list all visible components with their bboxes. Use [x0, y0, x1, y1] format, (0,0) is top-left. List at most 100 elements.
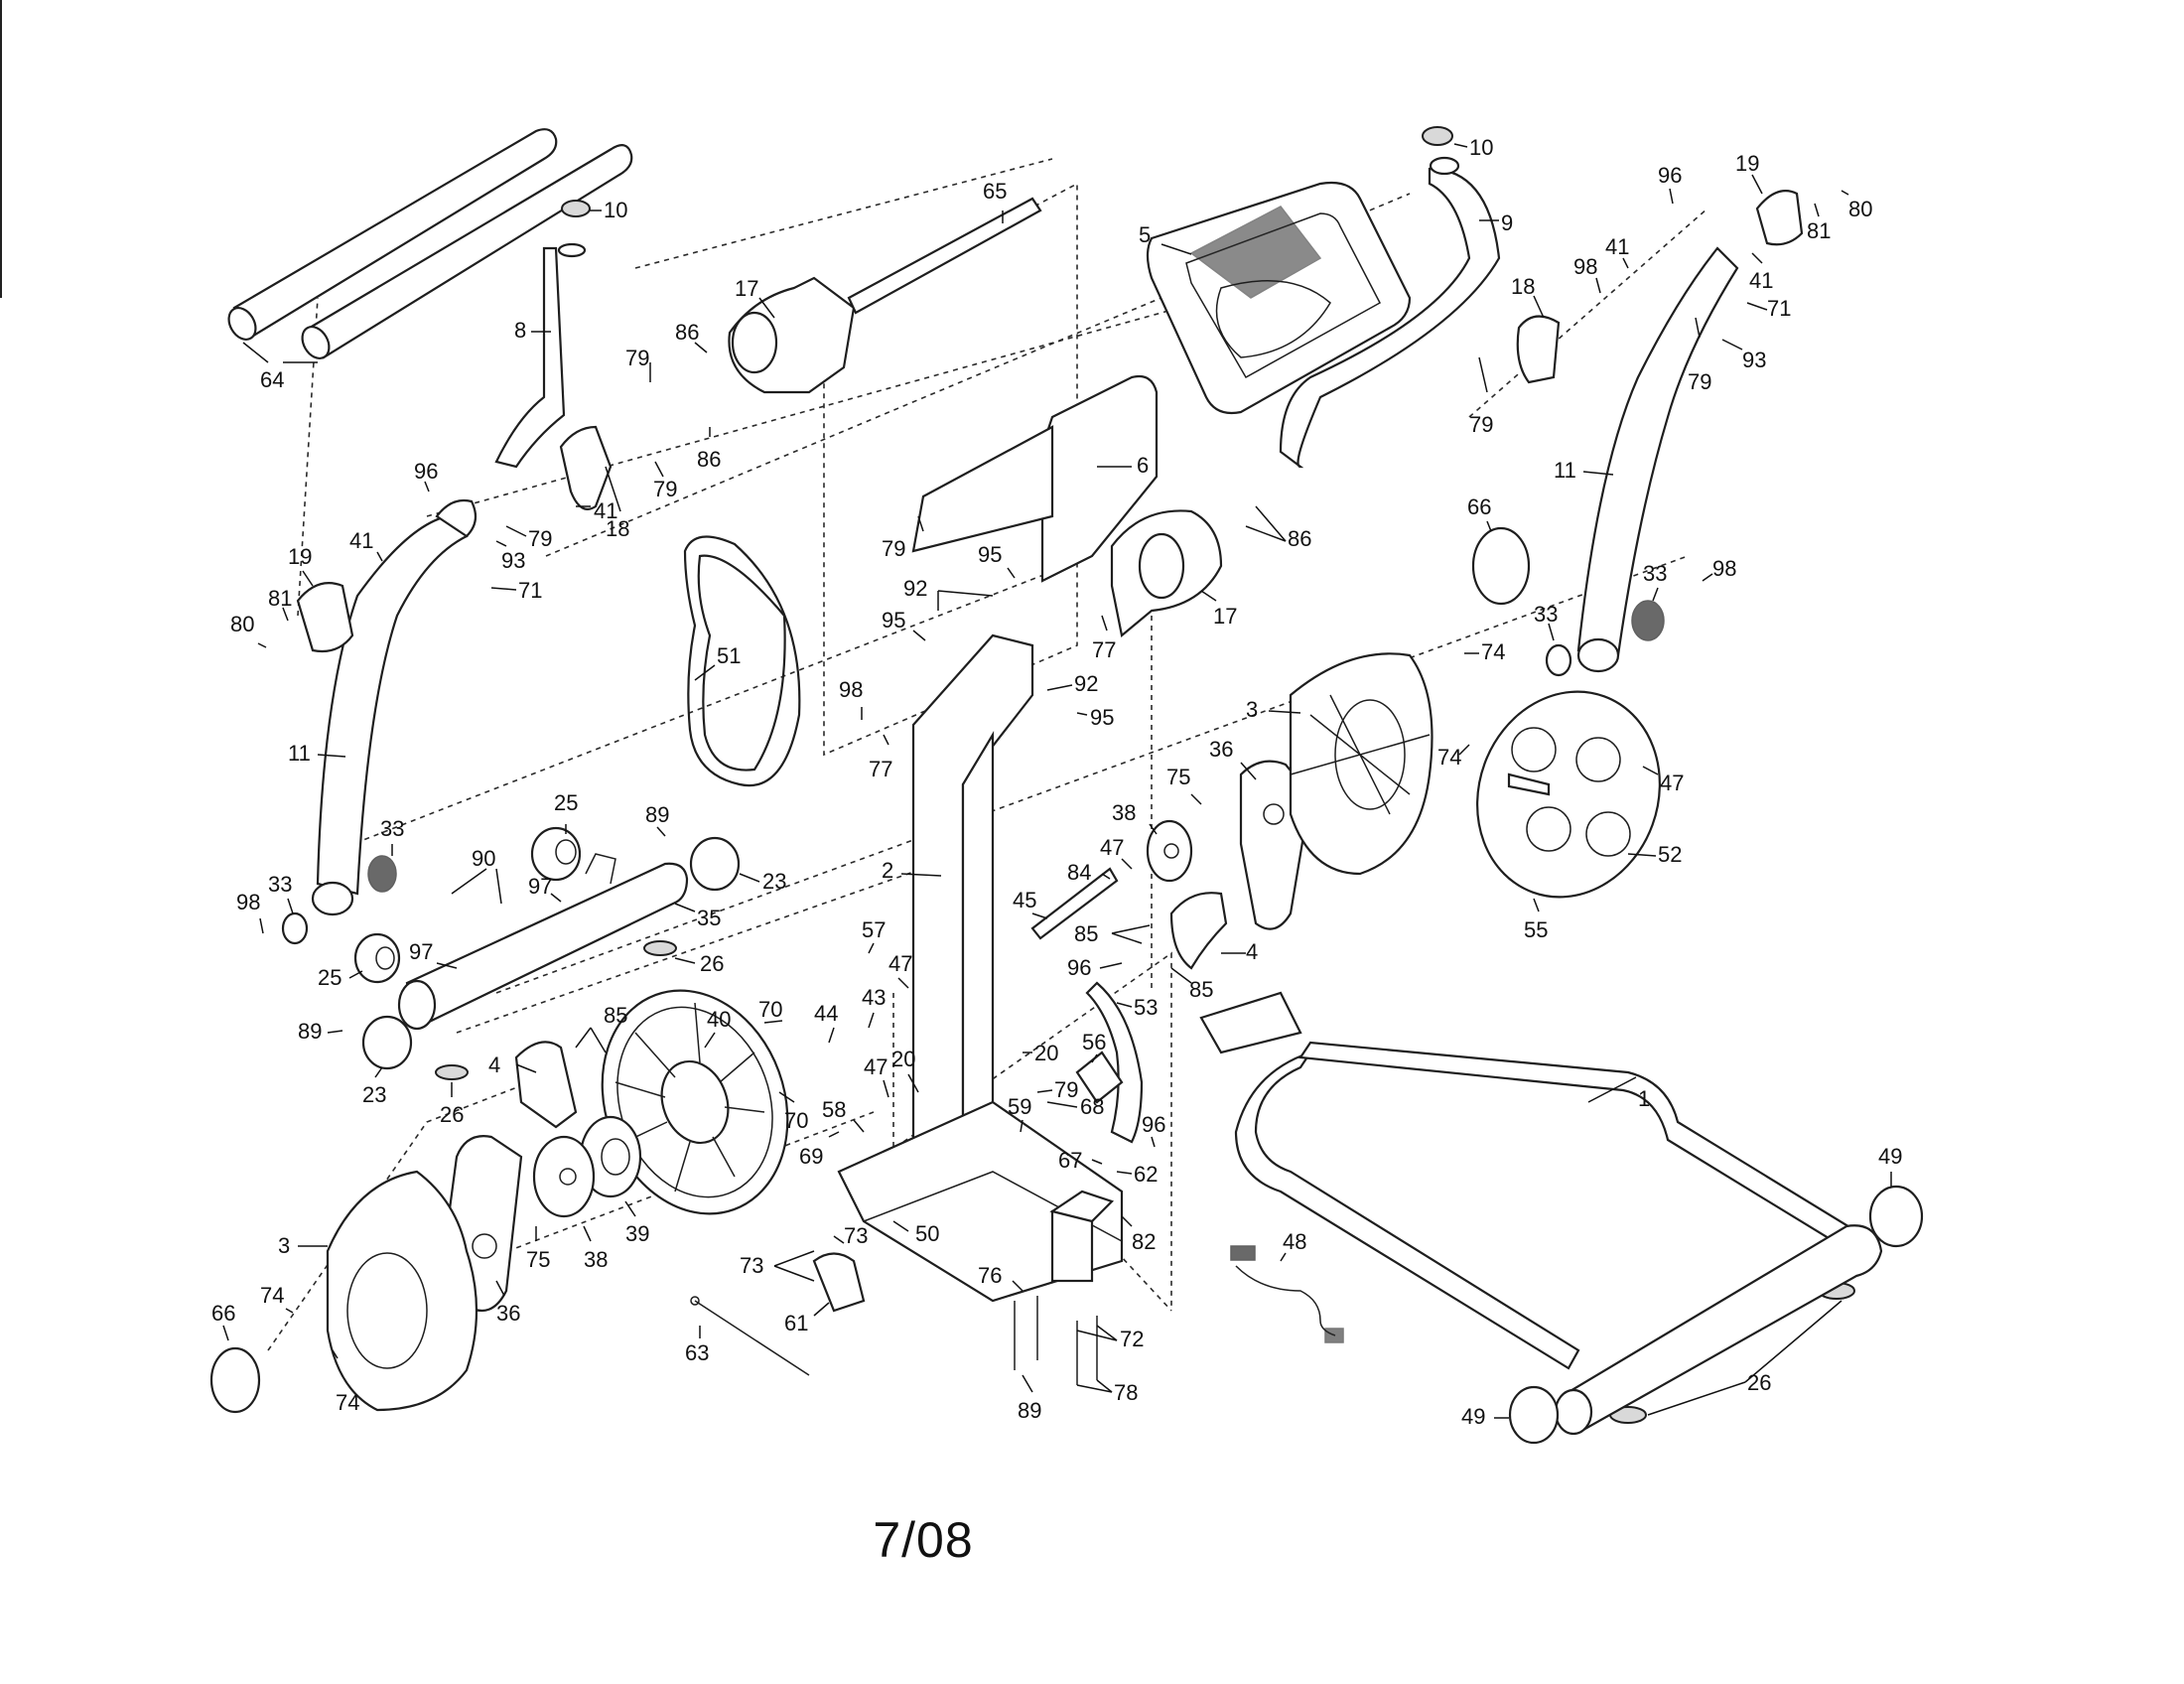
callout-82: 82: [1132, 1229, 1156, 1254]
callout-90: 90: [472, 846, 495, 871]
callout-11: 11: [1554, 458, 1576, 483]
callout-26: 26: [1747, 1370, 1771, 1395]
callout-95: 95: [978, 542, 1002, 567]
foot-caps: [1508, 1185, 1924, 1445]
callout-72: 72: [1120, 1327, 1144, 1351]
callout-11: 11: [288, 741, 311, 766]
assembly-guide-lines: [267, 158, 1708, 1351]
callout-78: 78: [1114, 1380, 1138, 1405]
callout-4: 4: [1246, 939, 1258, 964]
callout-25: 25: [554, 790, 578, 815]
pivot-brackets: [296, 190, 1804, 653]
right-handle-post: [1279, 126, 1501, 469]
tension-assembly: [690, 1252, 866, 1376]
callout-47: 47: [1660, 771, 1684, 795]
callout-86: 86: [675, 320, 699, 345]
callout-48: 48: [1283, 1229, 1306, 1254]
callout-79: 79: [528, 526, 552, 551]
upper-shroud: [911, 374, 1159, 583]
callout-55: 55: [1524, 917, 1548, 942]
callout-71: 71: [518, 578, 542, 603]
callout-38: 38: [584, 1247, 608, 1272]
callout-95: 95: [1090, 705, 1114, 730]
callout-96: 96: [1067, 955, 1091, 980]
callout-3: 3: [1246, 697, 1258, 722]
callout-57: 57: [862, 917, 886, 942]
callout-10: 10: [1469, 135, 1493, 160]
callout-79: 79: [1688, 369, 1711, 394]
callout-41: 41: [1749, 268, 1773, 293]
callout-97: 97: [409, 939, 433, 964]
callout-86: 86: [1288, 526, 1311, 551]
callout-33: 33: [268, 872, 292, 897]
callout-35: 35: [697, 906, 721, 930]
callout-25: 25: [318, 965, 341, 990]
callout-68: 68: [1080, 1094, 1104, 1119]
callout-47: 47: [1100, 835, 1124, 860]
left-arm: [311, 498, 478, 916]
scan-edge-line: [0, 0, 2, 298]
callout-79: 79: [653, 477, 677, 501]
wire-harness: [1230, 1245, 1344, 1343]
rear-crossbar: [397, 853, 689, 1031]
left-handle-post: [494, 200, 591, 469]
callout-79: 79: [882, 536, 905, 561]
callout-6: 6: [1137, 453, 1149, 478]
callout-97: 97: [528, 874, 552, 899]
callout-92: 92: [903, 576, 927, 601]
callout-96: 96: [414, 459, 438, 484]
callout-79: 79: [625, 346, 649, 370]
callout-96: 96: [1142, 1112, 1165, 1137]
callout-44: 44: [814, 1001, 838, 1026]
callout-19: 19: [288, 544, 312, 569]
callout-98: 98: [1573, 254, 1597, 279]
callout-33: 33: [380, 816, 404, 841]
callout-77: 77: [1092, 637, 1116, 662]
callout-84: 84: [1067, 860, 1091, 885]
callout-45: 45: [1013, 888, 1036, 912]
callout-66: 66: [211, 1301, 235, 1326]
callout-85: 85: [1189, 977, 1213, 1002]
callout-81: 81: [1807, 218, 1831, 243]
callout-17: 17: [735, 276, 758, 301]
callout-18: 18: [1511, 274, 1535, 299]
callout-98: 98: [236, 890, 260, 914]
pulleys: [532, 819, 1193, 1218]
callout-80: 80: [230, 612, 254, 636]
callout-75: 75: [526, 1247, 550, 1272]
flywheel: [601, 989, 789, 1215]
callout-50: 50: [915, 1221, 939, 1246]
callout-59: 59: [1008, 1094, 1031, 1119]
callout-26: 26: [440, 1102, 464, 1127]
callout-18: 18: [606, 516, 629, 541]
callout-53: 53: [1134, 995, 1158, 1020]
callout-77: 77: [869, 757, 892, 781]
callout-38: 38: [1112, 800, 1136, 825]
callout-17: 17: [1213, 604, 1237, 629]
callout-98: 98: [839, 677, 863, 702]
callout-74: 74: [1437, 745, 1461, 770]
callout-74: 74: [1481, 639, 1505, 664]
callout-26: 26: [700, 951, 724, 976]
callout-47: 47: [888, 951, 912, 976]
callout-49: 49: [1878, 1144, 1902, 1169]
callout-39: 39: [625, 1221, 649, 1246]
callout-74: 74: [336, 1390, 359, 1415]
callout-85: 85: [1074, 921, 1098, 946]
long-bolts: [1014, 1296, 1098, 1385]
callout-93: 93: [501, 548, 525, 573]
revision-date: 7/08: [873, 1512, 974, 1568]
callout-85: 85: [604, 1003, 627, 1028]
callout-52: 52: [1658, 842, 1682, 867]
callout-76: 76: [978, 1263, 1002, 1288]
callout-73: 73: [740, 1253, 763, 1278]
callout-69: 69: [799, 1144, 823, 1169]
callout-47: 47: [864, 1054, 887, 1079]
callout-80: 80: [1848, 197, 1872, 221]
callout-89: 89: [645, 802, 669, 827]
callout-75: 75: [1166, 765, 1190, 789]
callout-64: 64: [260, 367, 284, 392]
callout-3: 3: [278, 1233, 290, 1258]
